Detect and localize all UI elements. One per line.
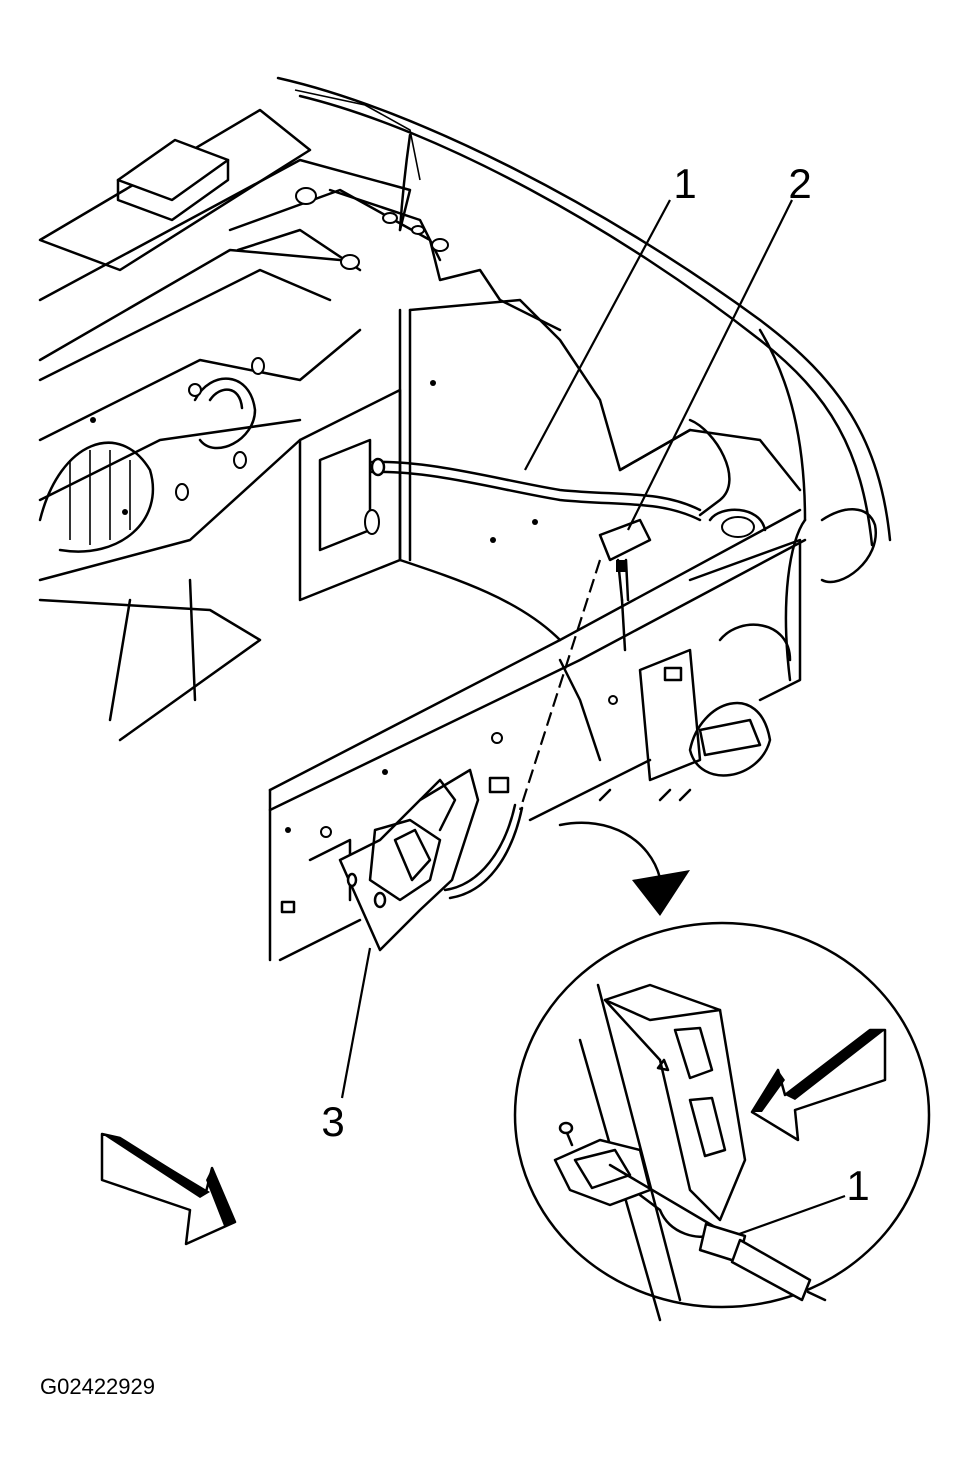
detail-direction-arrow	[750, 1028, 887, 1142]
callout-2: 2	[788, 160, 811, 207]
cable-clip	[598, 518, 652, 652]
callout-1: 1	[673, 160, 696, 207]
figure-id: G02422929	[40, 1374, 155, 1399]
hood-release-cable	[370, 418, 731, 522]
fender-outline	[276, 76, 892, 682]
detail-view	[513, 921, 931, 1322]
detail-callout-1: 1	[846, 1162, 869, 1209]
callout-3: 3	[321, 1098, 344, 1145]
frame-rail	[268, 508, 807, 962]
front-direction-arrow	[100, 1132, 237, 1246]
cowl-structure	[38, 108, 562, 742]
inner-panel	[298, 298, 802, 642]
hood-latch	[338, 768, 524, 952]
detail-pointer-arrow	[558, 821, 690, 916]
leader-lines	[340, 199, 846, 1240]
